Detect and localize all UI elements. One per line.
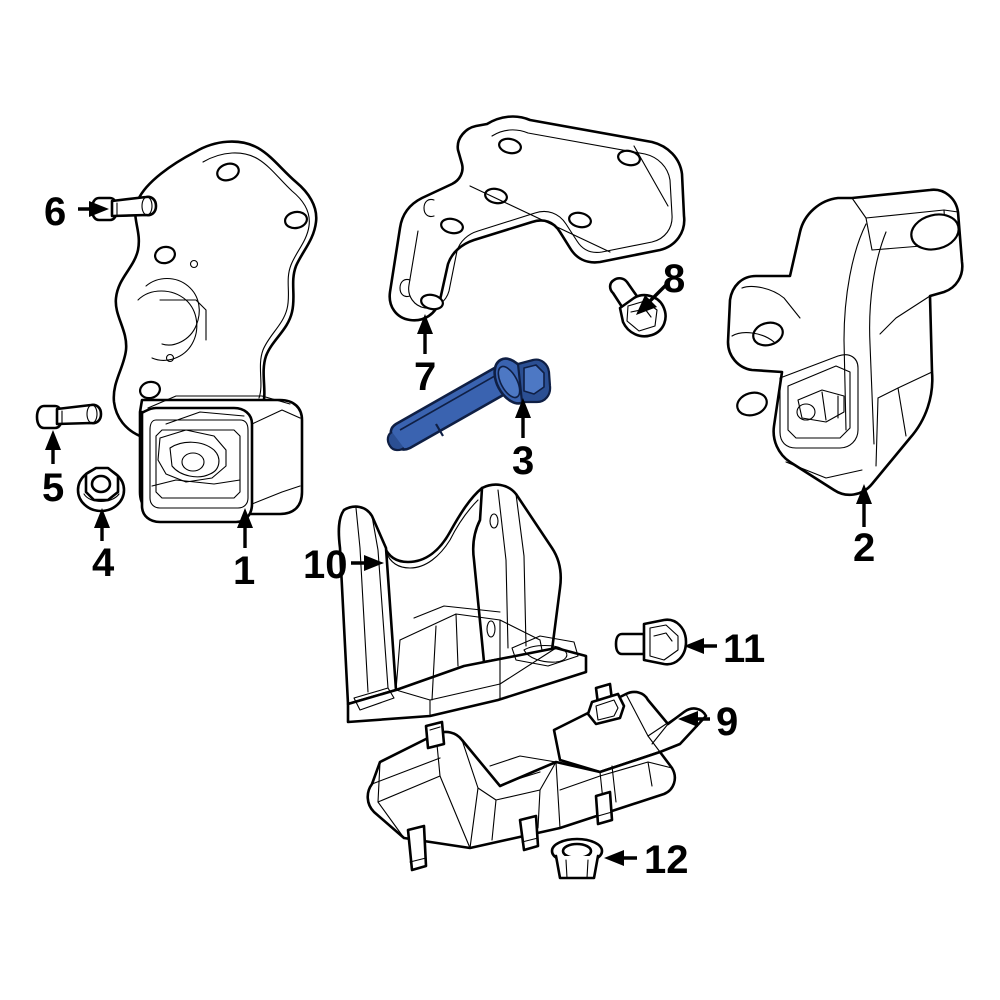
callout-number-8: 8 (663, 257, 686, 301)
callout-number-5: 5 (42, 466, 65, 510)
callout-number-4: 4 (92, 541, 115, 585)
callout-leaders (45, 201, 872, 866)
part-2-right-bracket (726, 188, 964, 497)
callout-number-7: 7 (414, 355, 437, 399)
callout-number-9: 9 (716, 700, 739, 744)
part-11-hex-flange-bolt (614, 618, 688, 666)
callout-number-6: 6 (44, 190, 67, 234)
callout-number-11: 11 (723, 627, 766, 671)
callout-number-10: 10 (303, 543, 348, 587)
part-5-stud-bolt (35, 403, 103, 430)
part-6-stud-bolt (90, 195, 158, 222)
part-1-engine-mount-insulator (112, 140, 318, 524)
callout-number-12: 12 (644, 838, 689, 882)
callout-number-2: 2 (853, 526, 876, 570)
part-3-through-bolt-highlighted (386, 357, 552, 452)
part-7-support-plate (388, 115, 686, 322)
part-9-crossmember (366, 682, 708, 872)
part-10-saddle-bracket (337, 483, 588, 724)
callout-number-1: 1 (233, 549, 256, 593)
callout-number-3: 3 (512, 439, 535, 483)
part-4-flange-nut (76, 466, 126, 513)
part-8-hex-bolt (608, 276, 667, 338)
part-12-flange-nut (550, 837, 604, 880)
